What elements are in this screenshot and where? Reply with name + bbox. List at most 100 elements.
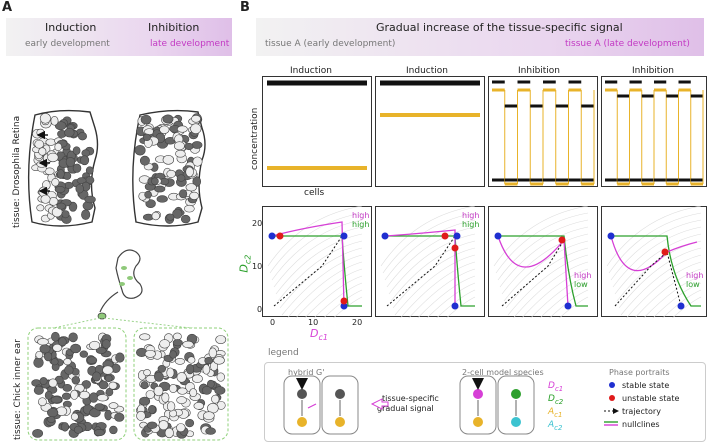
cell <box>54 186 66 193</box>
cell <box>162 114 174 124</box>
flow-line <box>497 219 589 281</box>
cell <box>177 387 188 395</box>
cell <box>184 142 194 151</box>
annot-2-top: high <box>462 211 480 220</box>
species-dc1-name: D <box>548 381 555 391</box>
phase-frame <box>488 206 598 317</box>
legend-stable-label: stable state <box>622 381 670 390</box>
cell <box>176 174 186 182</box>
conc-plot-4 <box>601 76 707 187</box>
trajectory <box>501 239 565 307</box>
flow-line <box>295 268 363 318</box>
cell <box>202 364 211 375</box>
cell <box>139 333 151 341</box>
panel-a-late-dev: late development <box>150 39 230 49</box>
cell <box>139 396 151 406</box>
cell <box>136 410 146 421</box>
species-dc1-sub: c1 <box>554 384 564 393</box>
cell <box>144 190 152 199</box>
cell <box>166 401 176 412</box>
unstable-point <box>276 232 284 240</box>
cell <box>182 340 194 348</box>
cell <box>176 396 187 404</box>
conc-title-2: Induction <box>406 66 448 76</box>
cell <box>75 183 84 194</box>
tissue-ear-label: tissue: Chick inner ear <box>13 339 23 440</box>
cell <box>71 375 81 385</box>
legend-phase-title: Phase portraits <box>609 368 670 377</box>
cell <box>180 214 191 224</box>
flow-line <box>513 261 589 318</box>
cell <box>80 155 90 166</box>
cell <box>51 178 60 187</box>
unstable-point <box>558 236 566 244</box>
panel-a-induction-title: Induction <box>45 21 97 34</box>
tissue-retina-label: tissue: Drosophila Retina <box>12 115 22 228</box>
cell <box>32 429 44 438</box>
xtick-10: 10 <box>308 318 319 327</box>
cell <box>37 338 49 346</box>
flow-line <box>269 212 363 274</box>
magenta-nullcline <box>610 235 698 272</box>
cell <box>62 384 73 392</box>
cell <box>142 133 151 142</box>
flow-line <box>390 240 476 302</box>
cell <box>81 209 91 220</box>
flow-line <box>643 275 702 318</box>
flow-line <box>386 226 476 288</box>
flow-line <box>521 268 589 318</box>
legend-hybrid-label: hybrid G' <box>288 368 325 377</box>
annot-1-top: high <box>352 211 370 220</box>
cell <box>108 402 119 410</box>
cell <box>39 113 51 124</box>
cell <box>78 132 87 141</box>
stable-point <box>381 232 389 240</box>
flow-line <box>608 212 702 274</box>
cell <box>50 358 59 366</box>
flow-line <box>323 289 363 318</box>
cell <box>153 385 164 397</box>
cell <box>36 160 48 168</box>
annot-3-top: high <box>574 271 592 280</box>
phase-plot-3 <box>488 206 598 318</box>
cell <box>166 367 175 378</box>
cell <box>187 356 196 364</box>
cell <box>178 189 188 199</box>
species-dc1: Dc1 <box>548 381 563 393</box>
unstable-point <box>340 297 348 305</box>
cell <box>190 123 202 134</box>
cell <box>94 403 105 411</box>
cell <box>139 155 150 166</box>
stable-point <box>453 232 461 240</box>
xtick-20: 20 <box>352 318 363 327</box>
cell <box>154 185 166 193</box>
panel-a-letter: A <box>2 0 13 15</box>
cell <box>216 372 225 382</box>
magenta-nullcline <box>384 229 456 306</box>
stable-point <box>494 232 502 240</box>
cell <box>213 356 225 365</box>
cell <box>211 394 220 404</box>
cell <box>33 357 44 368</box>
cell <box>72 163 82 173</box>
cell <box>134 144 146 156</box>
flow-line <box>671 296 702 318</box>
cell <box>64 127 75 138</box>
retina-inhibition-tissue <box>132 109 206 227</box>
green-nullcline <box>611 235 701 307</box>
legend-graphics <box>283 375 619 435</box>
cell <box>48 378 58 388</box>
phase-plot-1 <box>262 206 372 318</box>
flow-line <box>530 275 589 318</box>
flow-line <box>388 233 476 295</box>
cell <box>201 386 212 395</box>
cell <box>108 381 118 390</box>
cell <box>50 396 63 404</box>
cell <box>185 418 195 428</box>
cell <box>177 125 188 133</box>
flow-line <box>417 275 476 318</box>
flow-line <box>652 282 702 318</box>
cell <box>169 384 178 393</box>
cell <box>65 156 76 168</box>
cell <box>44 352 53 362</box>
